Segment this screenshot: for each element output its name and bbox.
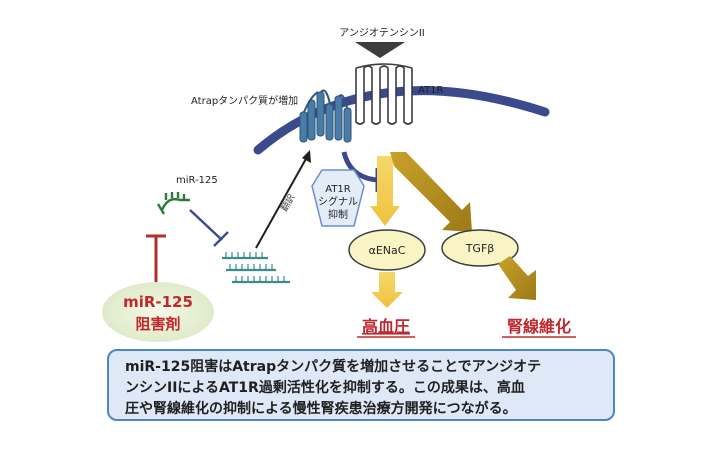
mir125-label: miR-125 xyxy=(176,175,218,186)
enac-label: αENaC xyxy=(369,244,406,257)
summary-box: miR-125阻害はAtrapタンパク質を増加させることでアンジオテ ンシンII… xyxy=(107,349,615,421)
summary-line-2: ンシンIIによるAT1R過剰活性化を抑制する。この成果は、高血 xyxy=(125,380,525,396)
renal-fibrosis-label: 腎線維化 xyxy=(507,317,571,336)
at1r-signal-line2: シグナル xyxy=(318,195,358,208)
mir125-inhibit-bar xyxy=(213,231,229,247)
atrap-mrna-icon xyxy=(222,252,290,284)
at1r-receptor-icon xyxy=(355,63,413,125)
at1r-label: AT1R xyxy=(418,85,444,96)
summary-line-1: miR-125阻害はAtrapタンパク質を増加させることでアンジオテ xyxy=(125,359,542,375)
at1r-signal-hexagon xyxy=(311,169,365,227)
mir125-icon xyxy=(156,192,190,215)
at1r-signal-line1: AT1R xyxy=(325,184,351,195)
hypertension-label: 高血圧 xyxy=(362,317,410,336)
cell-membrane xyxy=(253,86,550,155)
inhibitor-line2: 阻害剤 xyxy=(135,315,180,333)
inhibitor-line1: miR-125 xyxy=(123,293,193,311)
atrap-label: Atrapタンパク質が増加 xyxy=(191,94,298,107)
at1r-signal-line3: 抑制 xyxy=(328,208,348,221)
tgfb-node xyxy=(441,229,519,267)
angiotensin-ligand-icon xyxy=(355,42,405,58)
angiotensin-label: アンジオテンシンII xyxy=(339,27,425,39)
translation-arrowhead xyxy=(302,150,311,163)
translation-arrow xyxy=(255,156,308,249)
atrap-protein-icon xyxy=(299,89,352,143)
enac-arrow xyxy=(370,156,400,226)
hypertension-arrow xyxy=(371,272,403,308)
inhibitor-node xyxy=(102,282,214,342)
tgfb-label: TGFβ xyxy=(465,242,495,255)
fibrosis-arrow xyxy=(498,256,536,300)
summary-line-3: 圧や腎線維化の抑制による慢性腎疾患治療方開発につながる。 xyxy=(125,401,517,417)
tgfb-arrow xyxy=(390,152,472,232)
enac-node xyxy=(348,229,426,271)
mir125-inhibit-line xyxy=(189,209,223,241)
